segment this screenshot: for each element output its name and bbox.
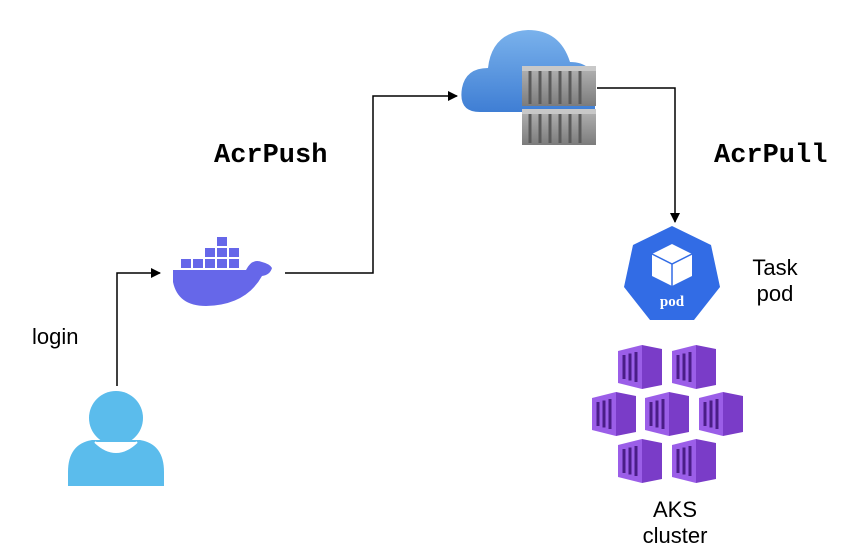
aks-line1: AKS [652, 497, 698, 522]
aks-line2: cluster [642, 523, 708, 548]
container-registry-icon [461, 30, 596, 145]
login-connector [116, 268, 161, 386]
aks-cluster-label: AKS cluster [625, 497, 725, 549]
login-label: login [32, 324, 79, 349]
user-icon [68, 391, 164, 486]
task-pod-line2: pod [756, 281, 794, 306]
acrpull-label: AcrPull [714, 141, 828, 171]
docker-icon [173, 237, 272, 306]
kubernetes-pod-icon: pod [624, 226, 720, 320]
acrpull-connector [597, 87, 680, 223]
aks-cluster-icon [590, 343, 745, 485]
acrpush-label: AcrPush [214, 141, 328, 171]
pod-badge-text: pod [660, 294, 685, 310]
task-pod-line1: Task [752, 255, 798, 280]
acrpush-connector [285, 91, 458, 274]
task-pod-label: Task pod [740, 255, 810, 307]
